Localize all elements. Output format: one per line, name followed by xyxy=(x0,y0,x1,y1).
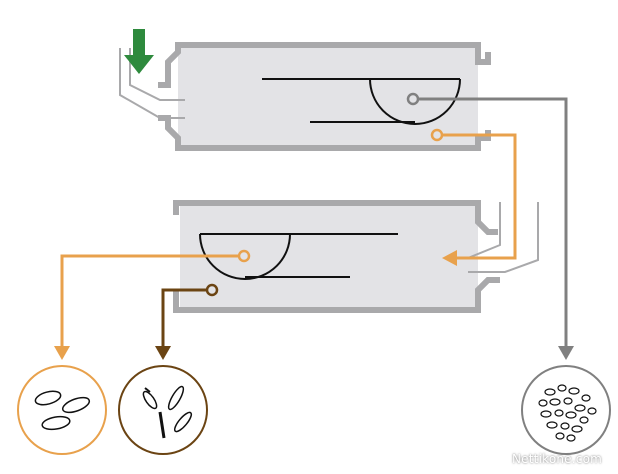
upper-drum-frame xyxy=(158,42,491,151)
seed-circle-icon xyxy=(17,365,107,455)
watermark-text: Nettikone.com xyxy=(512,452,602,466)
lower-drum xyxy=(173,200,539,313)
broken-seed-circle-icon xyxy=(118,365,208,455)
inlet-chute xyxy=(119,48,185,119)
short-seed-flow xyxy=(155,283,219,360)
lower-drum-frame xyxy=(173,200,500,313)
small-seed-circle-icon xyxy=(521,365,611,455)
down-arrow-icon xyxy=(124,29,154,74)
lower-trough xyxy=(199,233,291,280)
grain-flow xyxy=(54,249,251,360)
waste-flow xyxy=(406,92,574,360)
lower-inlet-chute xyxy=(467,202,539,273)
light-transfer-flow xyxy=(430,128,517,266)
upper-drum xyxy=(119,42,491,151)
lower-drum-body xyxy=(180,203,478,310)
